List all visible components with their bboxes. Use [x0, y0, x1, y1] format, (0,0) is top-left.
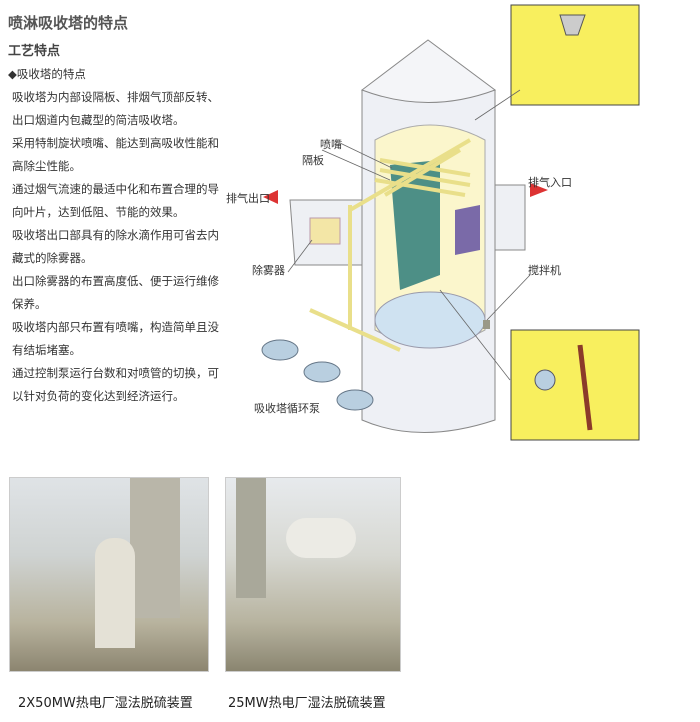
- feature-paragraphs: 吸收塔为内部设隔板、排烟气顶部反转、 出口烟道内包藏型的简洁吸收塔。 采用特制旋…: [12, 86, 227, 408]
- photo-25mw-plant: [225, 477, 401, 672]
- label-gas-inlet: 排气入口: [528, 176, 572, 189]
- circulation-pumps: [261, 339, 374, 411]
- text-line: 保养。: [12, 297, 47, 311]
- text-line: 吸收塔内部只布置有喷嘴，构造简单且没: [12, 320, 219, 334]
- agitator-detail-inset: [510, 329, 640, 441]
- section-subtitle: 工艺特点: [8, 44, 61, 59]
- text-line: 高除尘性能。: [12, 159, 81, 173]
- label-demister: 除雾器: [252, 264, 285, 277]
- tower-roof: [360, 39, 497, 103]
- text-line: 出口除雾器的布置高度低、便于运行维修: [12, 274, 219, 288]
- absorber-tower-diagram: [261, 4, 640, 441]
- photo-2x50mw-plant: [9, 477, 209, 672]
- inlet-opening: [455, 205, 480, 255]
- text-line: 通过控制泵运行台数和对喷管的切换，可: [12, 366, 219, 380]
- label-nozzle: 喷嘴: [320, 138, 342, 151]
- page-title: 喷淋吸收塔的特点: [8, 14, 129, 32]
- agitator-motor: [483, 320, 490, 329]
- text-line: 有结垢堵塞。: [12, 343, 81, 357]
- text-line: 向叶片，达到低阻、节能的效果。: [12, 205, 185, 219]
- label-baffle: 隔板: [302, 154, 324, 167]
- text-line: 通过烟气流速的最适中化和布置合理的导: [12, 182, 219, 196]
- text-line: 出口烟道内包藏型的简洁吸收塔。: [12, 113, 185, 127]
- inlet-arrow-icon: [530, 183, 548, 197]
- spray-headers: [309, 138, 472, 352]
- text-line: 采用特制旋状喷嘴、能达到高吸收性能和: [12, 136, 219, 150]
- text-line: 吸收塔为内部设隔板、排烟气顶部反转、: [12, 90, 219, 104]
- bullet-heading: ◆吸收塔的特点: [8, 67, 86, 81]
- outlet-arrow-icon: [263, 190, 278, 204]
- text-line: 吸收塔出口部具有的除水滴作用可省去内: [12, 228, 219, 242]
- label-agitator: 搅拌机: [528, 264, 561, 277]
- caption-photo-2: 25MW热电厂湿法脱硫装置: [228, 696, 386, 711]
- caption-photo-1: 2X50MW热电厂湿法脱硫装置: [18, 696, 193, 711]
- slurry-pool: [374, 291, 486, 349]
- text-line: 藏式的除雾器。: [12, 251, 93, 265]
- label-circulation-pump: 吸收塔循环泵: [254, 402, 320, 415]
- baffle-plate: [390, 160, 440, 290]
- text-line: 以针对负荷的变化达到经济运行。: [12, 389, 185, 403]
- demister-block: [309, 217, 341, 245]
- label-gas-outlet: 排气出口: [226, 192, 270, 205]
